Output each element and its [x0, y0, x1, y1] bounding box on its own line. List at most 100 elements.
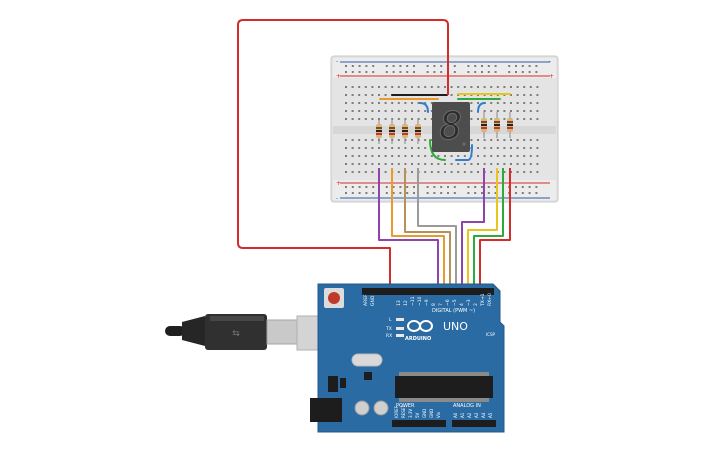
svg-text:~10: ~10 — [417, 296, 423, 306]
breadboard-hole — [364, 171, 367, 173]
breadboard-hole — [510, 102, 512, 104]
svg-text:~5: ~5 — [452, 299, 458, 306]
breadboard-hole — [529, 155, 532, 157]
breadboard-hole — [490, 155, 493, 157]
resistor-group-left[interactable] — [376, 118, 421, 144]
breadboard-hole — [487, 71, 490, 73]
svg-text:5V: 5V — [415, 412, 420, 418]
breadboard-hole — [523, 110, 526, 112]
breadboard-hole — [397, 155, 400, 157]
breadboard-hole — [404, 163, 407, 165]
breadboard-hole — [433, 71, 436, 73]
breadboard-hole — [481, 65, 483, 67]
svg-text:AREF: AREF — [363, 294, 369, 306]
breadboard-hole — [426, 192, 429, 194]
breadboard-hole — [371, 102, 374, 104]
breadboard-hole — [463, 163, 466, 165]
breadboard-hole — [510, 163, 512, 165]
breadboard-hole — [430, 118, 433, 120]
breadboard-hole — [404, 86, 407, 88]
breadboard-hole — [529, 86, 532, 88]
breadboard-hole — [481, 71, 483, 73]
breadboard-hole — [371, 163, 374, 165]
breadboard-hole — [365, 65, 368, 67]
breadboard-hole — [483, 139, 486, 141]
breadboard-hole — [529, 118, 532, 120]
breadboard-hole — [397, 118, 400, 120]
breadboard-hole — [467, 65, 470, 67]
svg-text:GND: GND — [422, 409, 427, 418]
breadboard-hole — [392, 192, 395, 194]
breadboard-hole — [430, 155, 433, 157]
breadboard-hole — [440, 71, 443, 73]
breadboard-hole — [351, 171, 354, 173]
seven-segment-glyph: 8 — [440, 104, 463, 148]
arduino-uno-board[interactable]: AREF GND 13 12 ~11 ~10 ~9 8 7 ~6 ~5 4 ~3… — [310, 283, 505, 433]
breadboard-hole — [378, 110, 380, 112]
breadboard-hole — [404, 147, 407, 149]
svg-text:A3: A3 — [474, 412, 479, 418]
breadboard-hole — [457, 163, 460, 165]
breadboard-hole — [516, 147, 519, 149]
breadboard-hole — [399, 71, 402, 73]
svg-text:RX←0: RX←0 — [487, 293, 493, 306]
breadboard-hole — [470, 86, 473, 88]
reset-button[interactable] — [324, 288, 344, 308]
jumper-blue-right — [477, 102, 486, 113]
breadboard-hole — [494, 65, 497, 67]
resistor — [507, 112, 513, 138]
breadboard-hole — [523, 94, 526, 96]
breadboard-hole — [510, 147, 512, 149]
breadboard-hole — [391, 102, 394, 104]
breadboard-hole — [503, 163, 506, 165]
breadboard-hole — [345, 102, 347, 104]
breadboard-hole — [467, 192, 470, 194]
breadboard-hole — [490, 102, 493, 104]
breadboard-hole — [426, 65, 429, 67]
breadboard-hole — [384, 171, 387, 173]
breadboard-hole — [515, 186, 517, 188]
power-pin-labels: IOREF RESET 3.3V 5V GND GND Vin — [394, 405, 441, 418]
breadboard-hole — [345, 110, 347, 112]
breadboard-hole — [463, 155, 466, 157]
breadboard-hole — [358, 65, 361, 67]
breadboard-hole — [437, 163, 440, 165]
breadboard-hole — [371, 86, 374, 88]
breadboard-hole — [424, 102, 427, 104]
breadboard-hole — [477, 171, 479, 173]
breadboard-hole — [496, 102, 499, 104]
breadboard-hole — [490, 171, 493, 173]
breadboard-hole — [424, 86, 427, 88]
breadboard-hole — [358, 102, 361, 104]
breadboard-hole — [450, 163, 453, 165]
seven-segment-display[interactable]: 8 — [432, 102, 470, 152]
breadboard-hole — [358, 139, 361, 141]
breadboard-hole — [490, 86, 493, 88]
wire-grey — [417, 168, 457, 292]
jumper-blue-bottom — [455, 144, 473, 161]
breadboard-hole — [358, 94, 361, 96]
breadboard-hole — [528, 186, 531, 188]
svg-text:TX→1: TX→1 — [480, 293, 486, 307]
resistor-group-right[interactable] — [481, 112, 513, 138]
breadboard-hole — [536, 118, 539, 120]
breadboard-hole — [391, 110, 394, 112]
breadboard-hole — [372, 71, 375, 73]
breadboard-hole — [516, 139, 519, 141]
breadboard-hole — [384, 86, 387, 88]
wires[interactable] — [237, 19, 511, 292]
rail-plus-top: + — [336, 73, 341, 80]
breadboard-hole — [411, 86, 413, 88]
breadboard-hole — [417, 155, 420, 157]
breadboard-hole — [345, 192, 347, 194]
breadboard-hole — [351, 110, 354, 112]
breadboard-hole — [453, 65, 456, 67]
breadboard-hole — [384, 163, 387, 165]
breadboard-hole — [523, 118, 526, 120]
breadboard-hole — [463, 86, 466, 88]
breadboard-jumpers[interactable] — [379, 93, 511, 161]
breadboard-hole — [391, 163, 394, 165]
breadboard-hole — [477, 118, 479, 120]
breadboard-hole — [358, 147, 361, 149]
breadboard-hole — [481, 192, 483, 194]
